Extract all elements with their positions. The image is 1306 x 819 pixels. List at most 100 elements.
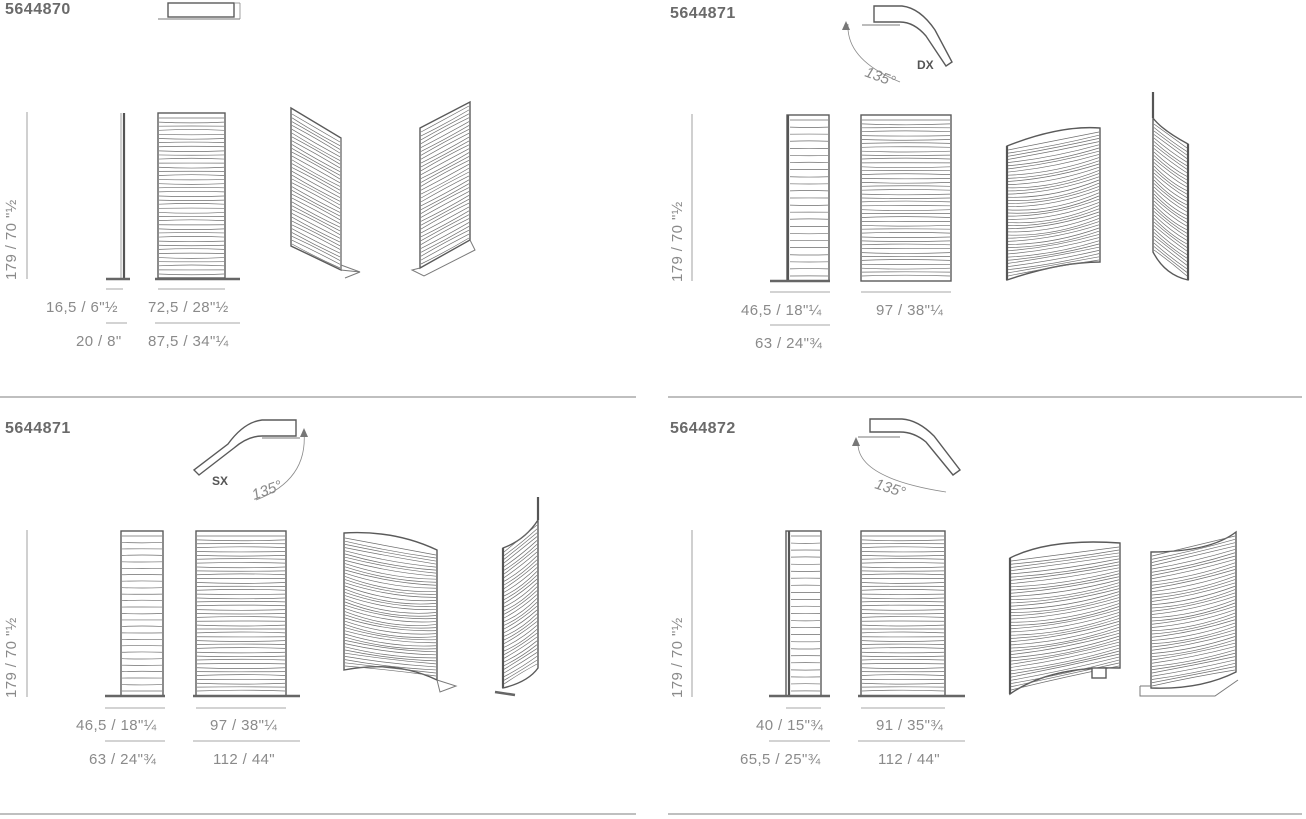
- slat-line: [1010, 632, 1120, 655]
- slat-line: [1010, 609, 1120, 630]
- front-slats: [158, 117, 225, 276]
- slat-line: [1151, 539, 1236, 560]
- slat-line: [291, 224, 341, 250]
- slat-line: [291, 213, 341, 239]
- slat-line: [291, 174, 341, 202]
- slat-line: [344, 553, 437, 571]
- slat-line: [1007, 243, 1100, 261]
- slat-line: [1153, 151, 1188, 177]
- slat-line: [1010, 635, 1120, 659]
- slat-line: [1010, 585, 1120, 604]
- slat-line: [1010, 576, 1120, 594]
- slat-line: [1007, 179, 1100, 198]
- plan-view-sx: SX 135°: [192, 419, 308, 504]
- slat-line: [1007, 211, 1100, 230]
- slat-line: [344, 566, 437, 583]
- slat-line: [291, 209, 341, 235]
- slat-line: [861, 616, 945, 618]
- slat-line: [503, 625, 538, 648]
- slat-line: [344, 560, 437, 577]
- depth-inner-label: 40 / 15"¾: [756, 717, 823, 734]
- slat-line: [1151, 666, 1236, 684]
- slat-line: [344, 665, 437, 677]
- plan-view-straight: [158, 2, 241, 20]
- slat-line: [1010, 615, 1120, 636]
- slat-line: [1151, 572, 1236, 593]
- direction-label: DX: [917, 58, 934, 72]
- slat-line: [196, 674, 286, 676]
- slat-line: [1151, 669, 1236, 687]
- slat-line: [291, 144, 341, 172]
- slat-line: [1153, 218, 1188, 245]
- slat-line: [344, 627, 437, 641]
- slat-line: [158, 166, 225, 169]
- slat-line: [158, 174, 225, 176]
- perspective-view-1: [1008, 541, 1121, 696]
- slat-line: [1153, 197, 1188, 223]
- slat-line: [861, 604, 945, 607]
- perspective-view-2: [1151, 92, 1190, 281]
- slat-line: [1007, 256, 1100, 274]
- slat-line: [1007, 221, 1100, 239]
- front-view: [193, 530, 300, 698]
- slat-line: [1151, 545, 1236, 567]
- slat-line: [344, 576, 437, 592]
- slat-line: [196, 655, 286, 658]
- slat-line: [1151, 552, 1236, 573]
- slat-line: [861, 259, 951, 261]
- slat-line: [420, 132, 470, 160]
- depth-outer-label: 63 / 24"¾: [89, 751, 156, 768]
- slat-line: [420, 109, 470, 137]
- plan-view-dx: DX 135°: [842, 5, 953, 90]
- slat-line: [1010, 665, 1120, 691]
- slat-line: [1151, 589, 1236, 609]
- slat-line: [420, 113, 470, 141]
- slat-line: [503, 536, 538, 564]
- slat-line: [344, 659, 437, 671]
- slat-line: [196, 609, 286, 611]
- slat-line: [1153, 221, 1188, 248]
- slat-line: [344, 636, 437, 650]
- slat-line: [1010, 558, 1120, 575]
- slat-line: [861, 566, 945, 569]
- slat-line: [291, 125, 341, 154]
- slat-line: [344, 617, 437, 632]
- slat-line: [503, 555, 538, 582]
- slat-line: [503, 567, 538, 593]
- slat-line: [344, 595, 437, 610]
- front-view: [860, 114, 952, 282]
- slat-line: [420, 226, 470, 253]
- width-inner-label: 72,5 / 28"½: [148, 299, 229, 316]
- slat-line: [503, 544, 538, 571]
- slat-line: [420, 152, 470, 179]
- slat-line: [1007, 227, 1100, 245]
- slat-line: [291, 140, 341, 169]
- slat-line: [1010, 656, 1120, 681]
- slat-line: [196, 667, 286, 669]
- slat-line: [1151, 642, 1236, 661]
- slat-line: [1010, 647, 1120, 671]
- slat-line: [1153, 207, 1188, 234]
- slat-line: [1010, 659, 1120, 684]
- slat-line: [158, 195, 225, 197]
- slat-line: [1151, 656, 1236, 674]
- slat-line: [861, 166, 951, 169]
- side-view: [106, 113, 130, 281]
- slat-line: [1153, 141, 1188, 167]
- slat-line: [1153, 155, 1188, 181]
- slat-line: [1153, 239, 1188, 266]
- slat-line: [503, 578, 538, 604]
- slat-line: [291, 228, 341, 254]
- slat-line: [420, 167, 470, 195]
- product-panel-1: 5644870 179 / 70 "½: [3, 1, 476, 350]
- slat-line: [1151, 629, 1236, 648]
- slat-line: [1007, 182, 1100, 201]
- slat-line: [861, 555, 945, 557]
- slat-line: [420, 183, 470, 210]
- slat-line: [861, 232, 951, 234]
- slat-line: [344, 640, 437, 653]
- slat-line: [196, 597, 286, 600]
- slat-line: [1010, 573, 1120, 591]
- slat-line: [158, 240, 225, 243]
